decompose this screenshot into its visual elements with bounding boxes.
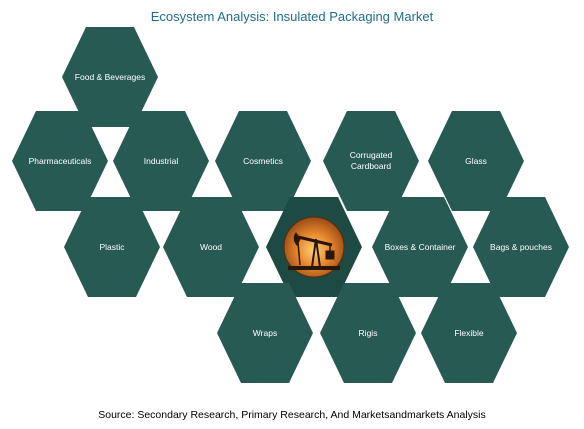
- hex-label: Cosmetics: [243, 155, 283, 166]
- hex-label: Flexible: [454, 327, 484, 338]
- hex-bags-pouches: Bags & pouches: [473, 197, 569, 297]
- hex-rigis: Rigis: [320, 283, 416, 383]
- hex-center: [266, 197, 362, 297]
- hex-glass: Glass: [428, 111, 524, 211]
- hex-label: Bags & pouches: [490, 241, 552, 252]
- hex-flexible: Flexible: [421, 283, 517, 383]
- source-note: Source: Secondary Research, Primary Rese…: [98, 409, 486, 421]
- diagram-title: Ecosystem Analysis: Insulated Packaging …: [150, 9, 434, 24]
- hex-label: Corrugated Cardboard: [349, 150, 393, 171]
- hex-label: Plastic: [99, 241, 125, 252]
- hex-label: Wood: [199, 241, 223, 252]
- hex-label: Food & Beverages: [74, 71, 146, 82]
- hex-label: Glass: [465, 155, 487, 166]
- hex-label: Rigis: [358, 327, 378, 338]
- hex-corrugated-cardboard: Corrugated Cardboard: [323, 111, 419, 211]
- hex-label: Industrial: [143, 155, 179, 166]
- hex-label: Wraps: [252, 327, 278, 338]
- hex-label: Boxes & Container: [384, 241, 456, 252]
- hex-cosmetics: Cosmetics: [215, 111, 311, 211]
- hex-wraps: Wraps: [217, 283, 313, 383]
- hex-wood: Wood: [163, 197, 259, 297]
- oil-pumpjack-image: [283, 216, 345, 278]
- hex-plastic: Plastic: [64, 197, 160, 297]
- hex-label: Pharmaceuticals: [28, 155, 92, 166]
- hex-boxes-container: Boxes & Container: [372, 197, 468, 297]
